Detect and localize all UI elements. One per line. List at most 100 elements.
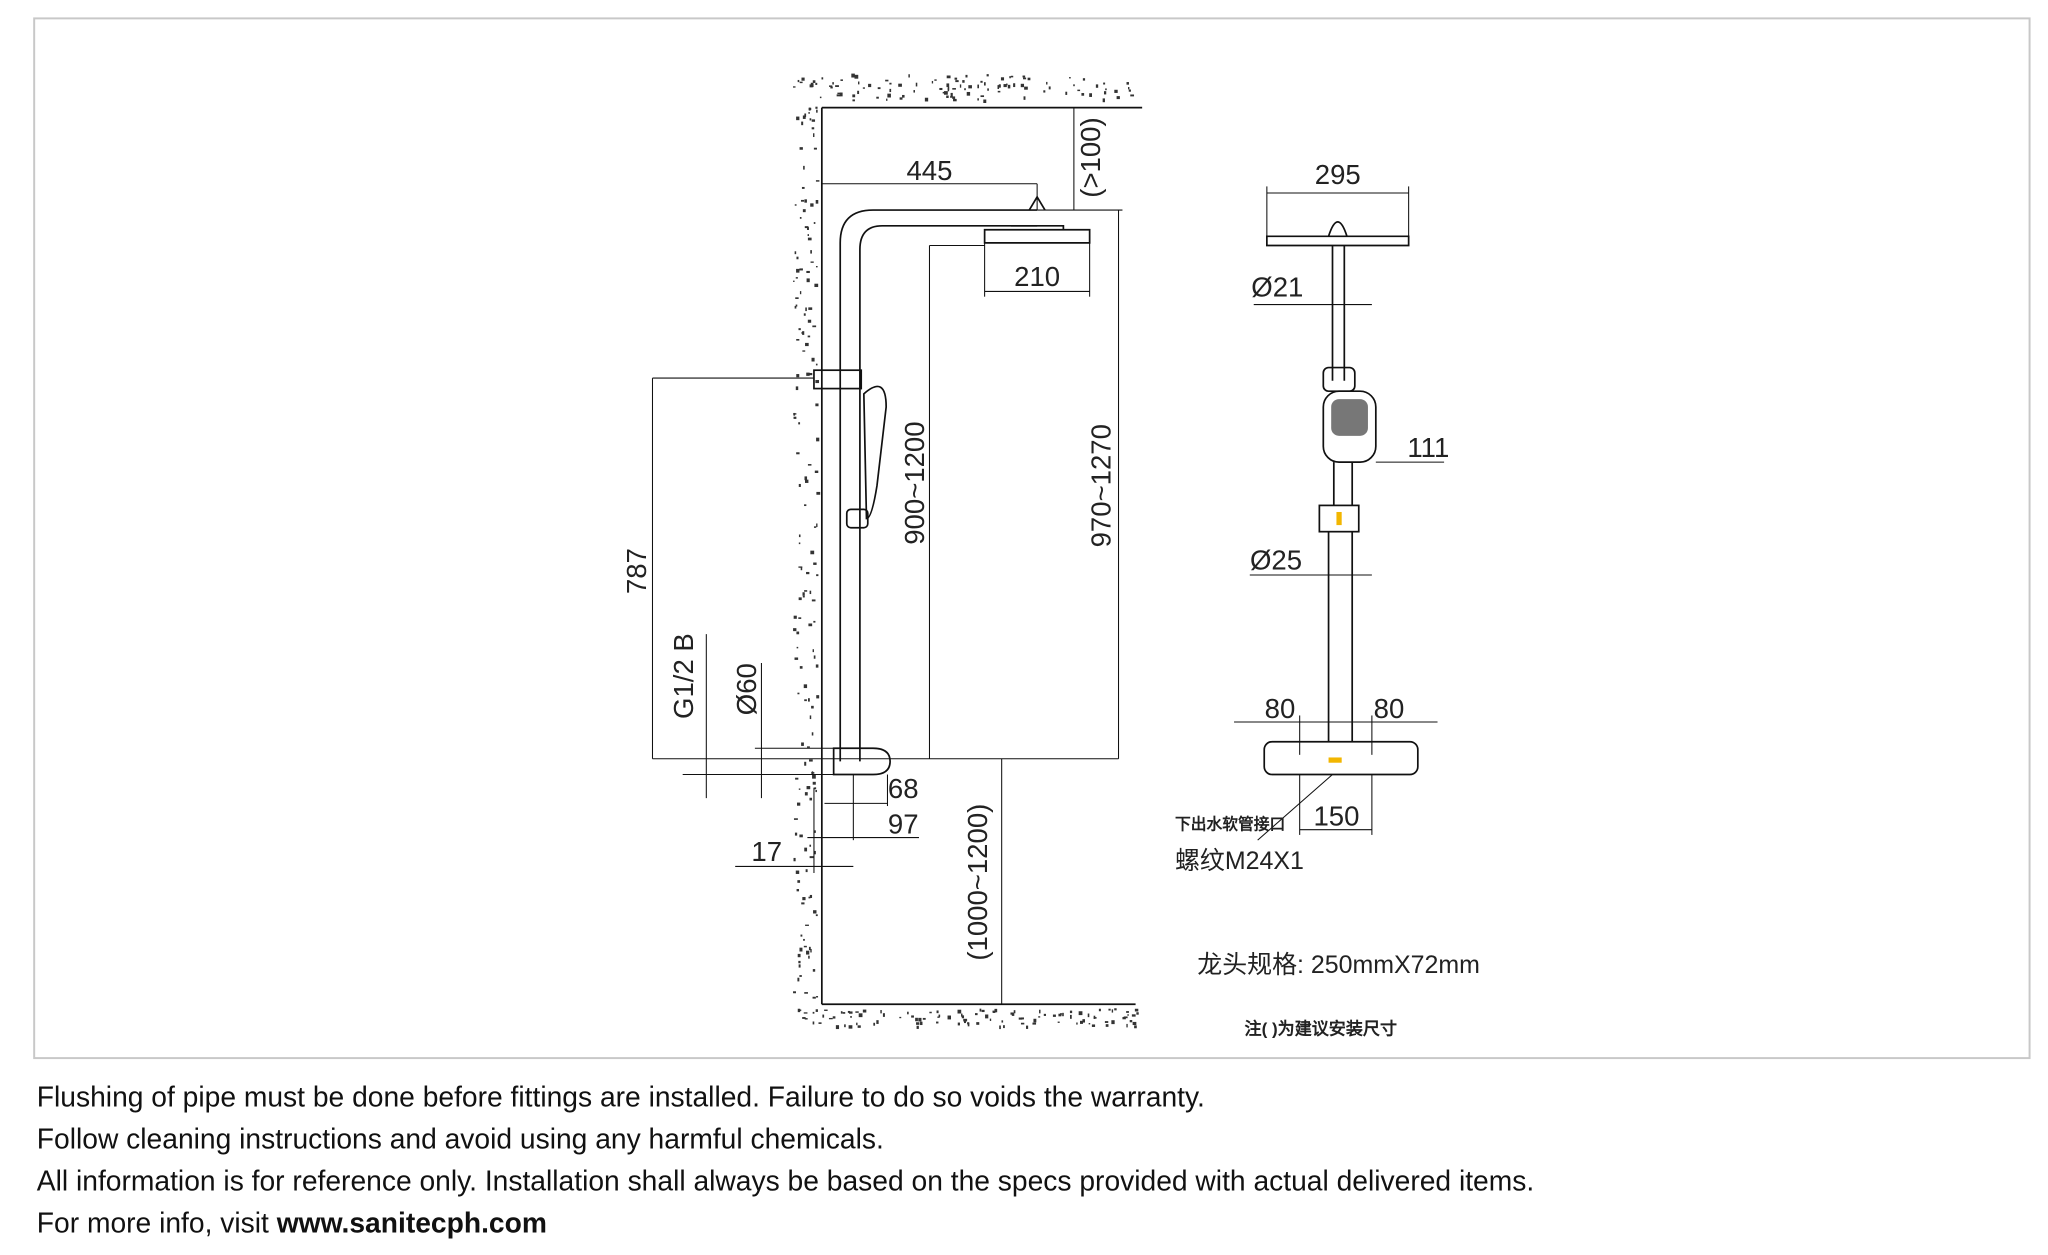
hatch-dot: [836, 94, 841, 97]
hatch-dot: [1006, 83, 1008, 86]
hatch-dot: [793, 857, 796, 862]
holder-indicator: [1336, 511, 1342, 526]
hatch-dot: [876, 96, 879, 99]
hatch-dot: [802, 209, 806, 213]
size-label: 龙头规格: 250mmX72mm: [1197, 951, 1480, 979]
hatch-dot: [1021, 1017, 1024, 1020]
hatch-dot: [954, 77, 958, 80]
hatch-dot: [967, 1022, 970, 1025]
hatch-dot: [811, 357, 815, 362]
hatch-dot: [810, 550, 815, 555]
hatch-dot: [809, 894, 813, 898]
hatch-dot: [961, 1013, 963, 1017]
hatch-dot: [1095, 84, 1099, 88]
more-info-prefix: For more info, visit: [37, 1207, 277, 1239]
hatch-dot: [965, 74, 968, 78]
hatch-dot: [854, 74, 859, 79]
dim-outlet-spacing: 150: [1313, 801, 1359, 832]
hatch-dot: [804, 226, 809, 229]
hatch-dot: [1131, 1014, 1136, 1017]
website-link[interactable]: www.sanitecph.com: [276, 1207, 547, 1239]
hatch-dot: [815, 363, 818, 366]
hand-shower-nozzles: [1331, 399, 1368, 436]
hatch-dot: [1126, 1023, 1128, 1028]
hatch-dot: [911, 1015, 914, 1018]
front-overhead-head: [1266, 221, 1410, 247]
hatch-dot: [1032, 1022, 1037, 1025]
hatch-dot: [799, 217, 802, 219]
hatch-dot: [807, 319, 812, 323]
dim-upper-pipe: Ø21: [1251, 272, 1303, 303]
hatch-dot: [858, 1013, 863, 1018]
wall-bracket: [813, 369, 863, 390]
hatch-dot: [808, 896, 811, 899]
hatch-dot: [1048, 86, 1051, 90]
hatch-dot: [989, 1018, 992, 1021]
hatch-dot: [947, 1015, 951, 1020]
hatch-dot: [804, 590, 808, 592]
hatch-dot: [808, 107, 812, 111]
hatch-dot: [920, 1021, 923, 1026]
hatch-dot: [1069, 1010, 1073, 1014]
hatch-dot: [806, 372, 810, 376]
hatch-dot: [815, 664, 819, 668]
note-cleaning: Follow cleaning instructions and avoid u…: [37, 1123, 884, 1155]
hatch-dot: [1062, 1012, 1064, 1017]
hatch-dot: [819, 96, 822, 99]
hatch-dot: [835, 85, 839, 87]
hatch-dot: [813, 562, 817, 565]
hatch-dot: [798, 964, 801, 968]
hatch-dot: [936, 1021, 939, 1024]
hatch-dot: [1111, 1020, 1115, 1025]
hatch-dot: [1088, 1023, 1091, 1025]
hatch-dot: [889, 88, 892, 93]
hatch-dot: [857, 1025, 861, 1028]
hatch-dot: [805, 869, 808, 873]
dimension-lines: [651, 107, 1123, 1005]
hatch-dot: [946, 95, 949, 98]
hatch-dot: [916, 1022, 920, 1025]
hatch-dot: [915, 1017, 918, 1022]
hatch-dot: [938, 1014, 941, 1018]
hatch-dot: [1130, 94, 1135, 97]
outlet-label: 下出水软管接口: [1175, 815, 1285, 834]
hatch-dot: [942, 91, 947, 94]
hatch-dot: [1080, 1020, 1083, 1024]
hatch-dot: [810, 250, 812, 254]
hatch-dot: [815, 200, 819, 204]
hatch-dot: [804, 476, 808, 481]
hatch-dot: [1003, 1025, 1005, 1029]
hatch-dot: [936, 1010, 939, 1014]
hatch-dot: [924, 97, 929, 102]
hatch-dot: [816, 574, 819, 577]
note-reference: All information is for reference only. I…: [37, 1165, 1534, 1197]
hatch-dot: [798, 788, 801, 790]
hatch-dot: [813, 655, 816, 659]
hand-shower-holder: [845, 508, 869, 529]
hatch-dot: [808, 698, 810, 702]
hatch-dot: [798, 542, 801, 545]
hatch-dot: [794, 251, 797, 255]
valve-indicator: [1328, 757, 1342, 763]
hatch-dot: [1070, 1014, 1072, 1019]
hatch-dot: [887, 93, 891, 98]
hatch-dot: [799, 834, 803, 838]
hatch-dot: [842, 1012, 846, 1014]
dim-install-height: (1000~1200): [962, 804, 993, 961]
hatch-dot: [793, 991, 796, 994]
hatch-dot: [955, 80, 959, 83]
hatch-dot: [801, 121, 804, 126]
hatch-dot: [813, 147, 817, 150]
hatch-dot: [964, 88, 966, 91]
footer-notes: Flushing of pipe must be done before fit…: [37, 1081, 1534, 1239]
hatch-dot: [797, 880, 801, 883]
hatch-dot: [1065, 91, 1068, 95]
hatch-dot: [1027, 77, 1031, 81]
hatch-dot: [797, 79, 800, 83]
hand-shower: [862, 385, 888, 520]
hatch-dot: [811, 732, 814, 736]
hatch-dot: [1098, 1008, 1101, 1012]
hatch-dot: [1060, 1013, 1062, 1016]
hatch-dot: [844, 1024, 846, 1028]
